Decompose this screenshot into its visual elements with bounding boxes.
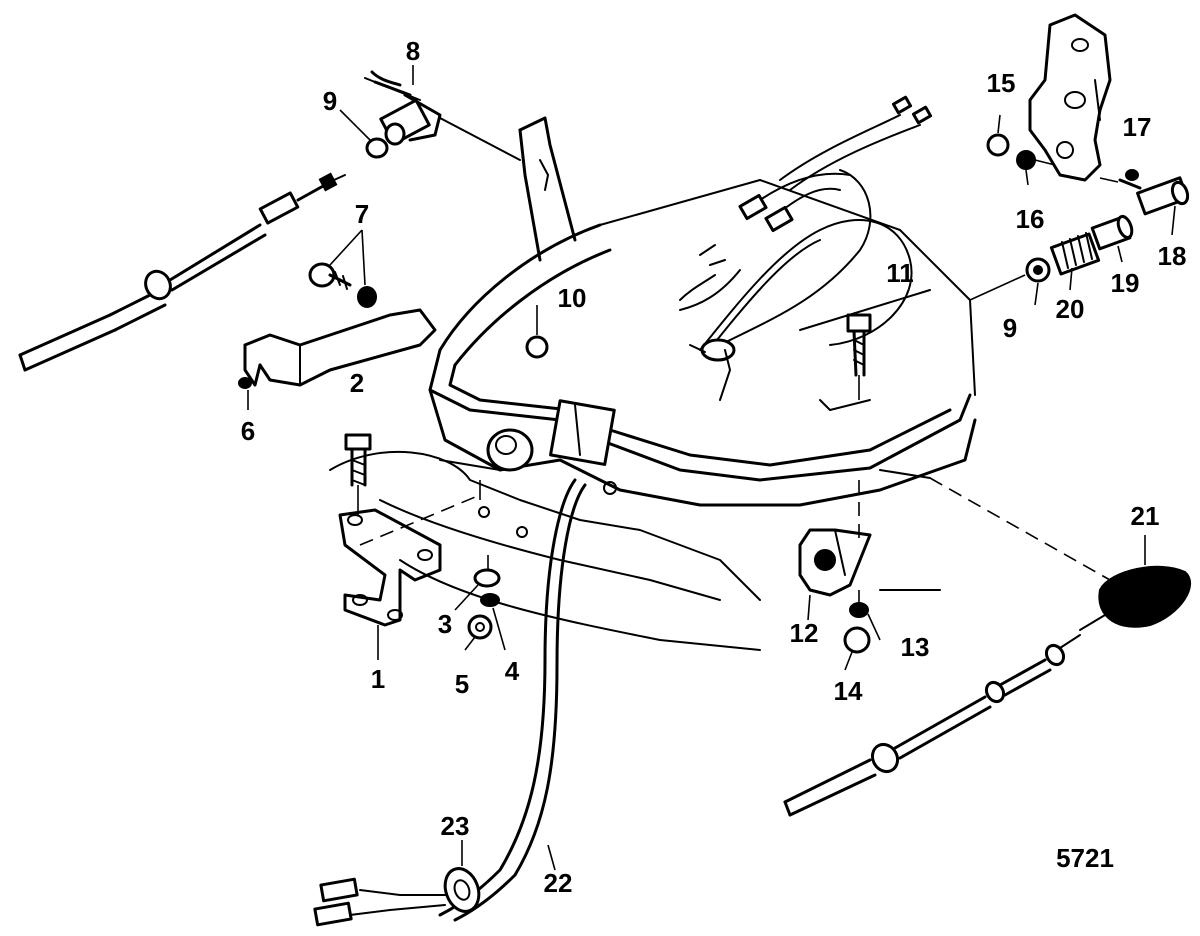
part-9-washer-top [365, 137, 389, 159]
callout-4: 4 [505, 656, 520, 686]
shift-cable-right [783, 477, 1191, 817]
part-7-screw-nut [308, 262, 377, 308]
right-bracket-plate [1028, 13, 1112, 182]
callout-9-top: 9 [323, 86, 337, 116]
wiring-harness [679, 95, 933, 401]
parts-3-4-5 [467, 555, 501, 640]
part-2-bolt [344, 433, 372, 515]
bracket-frame [329, 116, 977, 651]
part-9-washer-right [969, 257, 1051, 301]
part-19-bushing [1090, 214, 1134, 251]
part-6-lever [238, 308, 437, 389]
callout-23: 23 [441, 811, 470, 841]
callout-18: 18 [1158, 241, 1187, 271]
callout-13: 13 [901, 632, 930, 662]
callout-10: 10 [558, 283, 587, 313]
callout-15: 15 [987, 68, 1016, 98]
callout-5: 5 [455, 669, 469, 699]
part-16-washer [1016, 150, 1036, 170]
callout-labels: 1 2 3 4 5 6 7 8 9 9 10 11 12 13 14 15 16… [241, 36, 1187, 898]
part-12-clamp [798, 528, 872, 597]
callout-12: 12 [790, 618, 819, 648]
part-1-bracket [338, 508, 442, 627]
callout-14: 14 [834, 676, 863, 706]
callout-16: 16 [1016, 204, 1045, 234]
part-20-spring [1049, 232, 1101, 276]
callout-6: 6 [241, 416, 255, 446]
lower-wire-harness [313, 478, 587, 927]
callout-11: 11 [886, 258, 914, 288]
callout-3: 3 [438, 609, 452, 639]
callout-8: 8 [406, 36, 420, 66]
part-15-nut [986, 133, 1010, 157]
callout-1: 1 [371, 664, 385, 694]
callout-9-right: 9 [1003, 313, 1017, 343]
alignment-line-1 [359, 494, 481, 546]
part-13-washer [849, 602, 869, 618]
callout-17: 17 [1123, 112, 1152, 142]
callout-22: 22 [544, 868, 573, 898]
part-10-nut [525, 335, 549, 359]
part-17-pin [1099, 169, 1142, 190]
callout-21: 21 [1131, 501, 1160, 531]
callout-7: 7 [355, 199, 369, 229]
part-11-bolt [846, 313, 872, 545]
figure-number: 5721 [1056, 843, 1114, 873]
throttle-cable-left [18, 172, 346, 372]
leader-lines [247, 65, 1176, 871]
part-8-link [364, 70, 521, 161]
callout-19: 19 [1111, 268, 1140, 298]
part-14-nut [843, 626, 871, 654]
callout-2: 2 [350, 368, 364, 398]
callout-20: 20 [1056, 294, 1085, 324]
part-18-sleeve [1136, 176, 1190, 216]
